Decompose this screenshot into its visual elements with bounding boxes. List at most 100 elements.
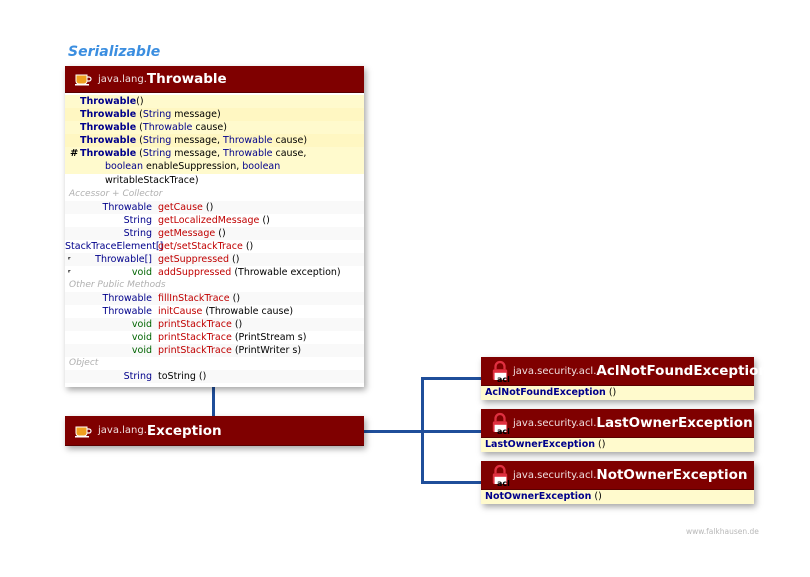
return-type: void <box>131 267 152 278</box>
icon-label: acl <box>497 375 510 384</box>
constructor-param: String <box>142 109 172 120</box>
constructor-row[interactable]: Throwable (String message) <box>65 108 364 121</box>
method-args: () <box>229 254 240 265</box>
return-type: Throwable <box>102 306 152 317</box>
method-row[interactable]: void printStackTrace (PrintWriter s) <box>65 344 364 357</box>
method-args: (Throwable exception) <box>231 267 341 278</box>
section-header: Other Public Methods <box>65 279 364 292</box>
return-type: StackTraceElement[] <box>65 241 164 252</box>
exception-header[interactable]: java.lang. Exception <box>65 416 364 446</box>
constructor-param: cause, <box>272 148 307 159</box>
method-row[interactable]: ʳ void addSuppressed (Throwable exception) <box>65 266 364 279</box>
constructor-param: writableStackTrace) <box>105 175 199 186</box>
constructor-param: Throwable <box>223 148 273 159</box>
constructor-continuation: boolean enableSuppression, boolean writa… <box>65 160 364 186</box>
constructor-args: () <box>594 439 606 450</box>
constructor-row[interactable]: Throwable (Throwable cause) <box>65 121 364 134</box>
method-row[interactable]: String toString () <box>65 370 364 383</box>
constructor-row[interactable]: Throwable (String message, Throwable cau… <box>65 134 364 147</box>
subclass-name: LastOwnerException <box>596 415 753 431</box>
constructor-name: LastOwnerException <box>485 439 595 450</box>
subclass-package: java.security.acl. <box>513 365 597 377</box>
method-args: (PrintStream s) <box>231 332 307 343</box>
throwable-class-box[interactable]: java.lang. Throwable Throwable()Throwabl… <box>65 66 364 387</box>
method-row[interactable]: Throwable getCause () <box>65 201 364 214</box>
constructor-param: boolean <box>105 161 143 172</box>
exception-package: java.lang. <box>98 425 147 436</box>
icon-label: acl <box>497 427 510 436</box>
connector-branch-1 <box>421 377 481 380</box>
method-name: printStackTrace <box>158 319 232 330</box>
connector-exception-trunk <box>364 430 423 433</box>
method-name: addSuppressed <box>158 267 232 278</box>
method-args: () <box>202 202 214 213</box>
return-type: void <box>131 345 152 356</box>
method-args: () <box>231 319 243 330</box>
constructor-row[interactable]: #Throwable (String message, Throwable ca… <box>65 147 364 160</box>
method-args: (PrintWriter s) <box>231 345 302 356</box>
return-type: Throwable <box>102 202 152 213</box>
exception-class-box[interactable]: java.lang. Exception <box>65 416 364 446</box>
method-args: () <box>215 228 226 239</box>
constructor-name: Throwable <box>80 109 137 120</box>
method-name: getMessage <box>158 228 216 239</box>
constructor-args: () <box>591 491 602 502</box>
constructor-name: Throwable <box>80 96 137 107</box>
lock-icon <box>491 360 509 380</box>
method-args: () <box>229 293 241 304</box>
constructor-param: cause) <box>192 122 227 133</box>
throwable-constructors: Throwable()Throwable (String message)Thr… <box>65 93 364 160</box>
subclass-constructor-row[interactable]: AclNotFoundException () <box>481 386 754 400</box>
override-marker: ʳ <box>68 268 71 277</box>
lock-icon <box>491 464 509 484</box>
coffee-cup-icon <box>74 423 92 439</box>
constructor-param: ( <box>136 109 143 120</box>
constructor-row[interactable]: Throwable() <box>65 95 364 108</box>
constructor-param: () <box>136 96 144 107</box>
constructor-name: Throwable <box>80 122 137 133</box>
method-args: () <box>195 371 207 382</box>
constructor-param: Throwable <box>223 135 273 146</box>
throwable-package: java.lang. <box>98 73 147 85</box>
method-name: fillInStackTrace <box>158 293 230 304</box>
return-type: void <box>131 332 152 343</box>
subclass-package: java.security.acl. <box>513 469 597 481</box>
method-row[interactable]: StackTraceElement[]get/setStackTrace () <box>65 240 364 253</box>
method-name: toString <box>158 371 196 382</box>
section-header: Accessor + Collector <box>65 188 364 201</box>
constructor-param: Throwable <box>142 122 193 133</box>
method-row[interactable]: void printStackTrace (PrintStream s) <box>65 331 364 344</box>
method-name: get/setStackTrace <box>158 241 243 252</box>
section-title: Object <box>69 358 99 368</box>
connector-branch-3 <box>421 481 481 484</box>
constructor-args: () <box>605 387 617 398</box>
method-name: printStackTrace <box>158 345 232 356</box>
coffee-cup-icon <box>74 71 92 87</box>
constructor-param: message) <box>171 109 221 120</box>
method-name: printStackTrace <box>158 332 232 343</box>
subclass-constructor-row[interactable]: LastOwnerException () <box>481 438 754 452</box>
method-name: getCause <box>158 202 203 213</box>
exception-class-name: Exception <box>146 422 222 439</box>
subclass-name: AclNotFoundException <box>596 363 769 379</box>
throwable-header[interactable]: java.lang. Throwable <box>65 66 364 93</box>
subclass-constructor-row[interactable]: NotOwnerException () <box>481 490 754 504</box>
section-header: Object <box>65 357 364 370</box>
subclass-name: NotOwnerException <box>596 467 748 483</box>
return-type: String <box>123 371 152 382</box>
return-type: Throwable[] <box>95 254 152 265</box>
